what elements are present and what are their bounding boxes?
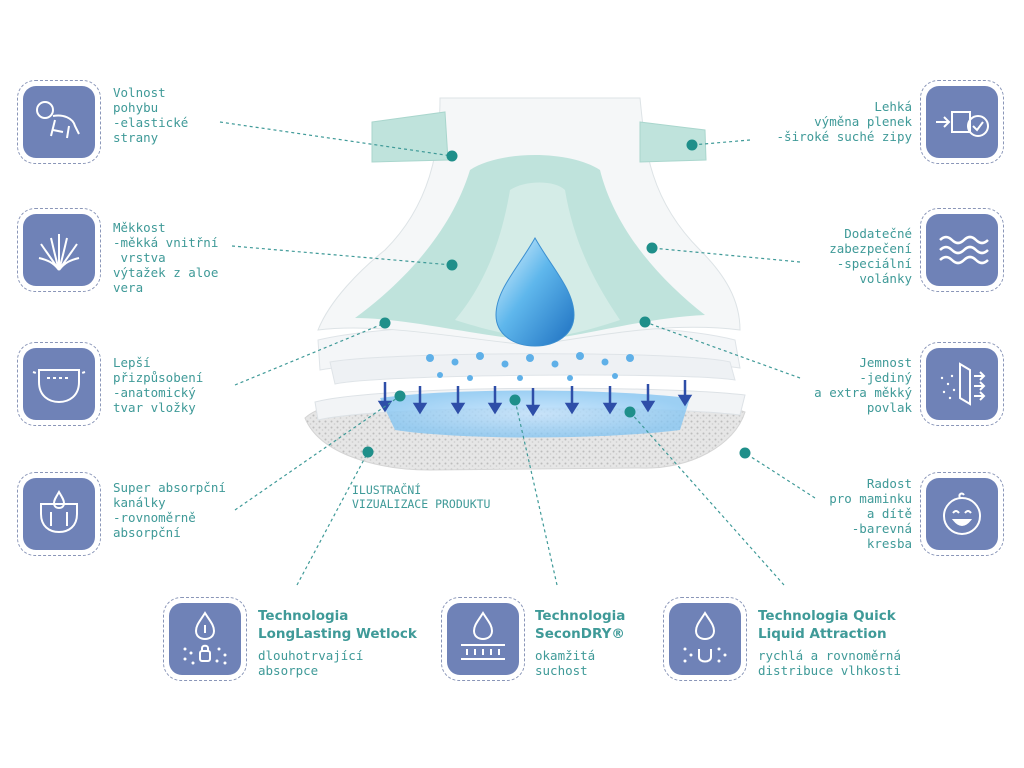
droplet-lock-icon	[183, 611, 227, 665]
tile-quick	[663, 597, 747, 681]
tile-vymena	[920, 80, 1004, 164]
baby-crawling-icon	[36, 101, 80, 139]
absorption-arrows	[377, 380, 693, 417]
absorbent-channels-icon	[40, 490, 78, 534]
tile-volnost	[17, 80, 101, 164]
happy-baby-icon	[943, 492, 981, 535]
diaper-illustration	[304, 97, 746, 471]
tile-mekkost	[17, 208, 101, 292]
tile-prizpusobeni	[17, 342, 101, 426]
tile-kanalky	[17, 472, 101, 556]
callout-dots	[362, 139, 751, 459]
leader-lines	[219, 121, 816, 586]
left-elastic-tab	[371, 111, 449, 163]
aloe-plant-icon	[38, 234, 80, 271]
tile-secondry	[441, 597, 525, 681]
falling-drops	[426, 352, 634, 381]
droplet-layers-icon	[461, 611, 505, 660]
right-fastening-tab	[639, 121, 707, 163]
tile-radost	[920, 472, 1004, 556]
diaper-change-icon	[936, 111, 989, 137]
waves-icon	[939, 235, 989, 265]
soft-layer-icon	[940, 362, 986, 406]
tile-wetlock	[163, 597, 247, 681]
tile-jemnost	[920, 342, 1004, 426]
absorbent-beads	[380, 390, 690, 438]
droplet-magnet-icon	[683, 611, 727, 663]
diaper-shape-icon	[32, 369, 86, 404]
tile-zabezpeceni	[920, 208, 1004, 292]
water-droplet	[495, 236, 575, 347]
